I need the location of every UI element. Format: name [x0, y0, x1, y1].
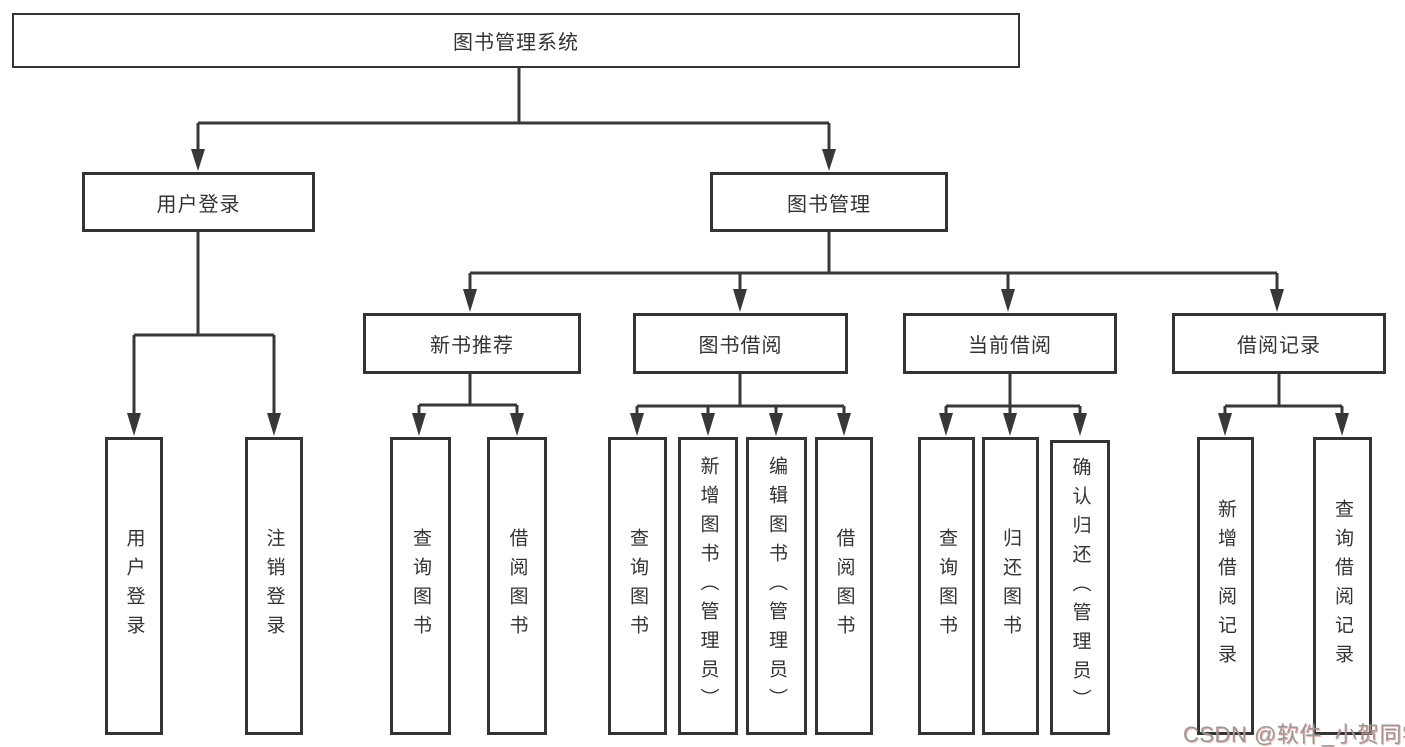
leaf-user-login: 用户登录: [105, 437, 163, 735]
leaf-label: 借阅图书: [506, 528, 528, 644]
csdn-watermark: CSDN @软件_小贺同学: [1183, 722, 1405, 747]
leaf-label: 注销登录: [263, 528, 285, 644]
connector-lines: [132, 68, 1344, 416]
node-label: 用户登录: [156, 193, 241, 216]
arrowheads: [127, 149, 1349, 436]
node-label: 借阅记录: [1237, 335, 1321, 357]
node-label: 图书管理系统: [453, 32, 579, 54]
node-library-management-system: 图书管理系统: [12, 13, 1020, 68]
leaf-label: 查询图书: [627, 528, 648, 644]
leaf-add-borrow-record: 新增借阅记录: [1197, 437, 1254, 735]
node-label: 图书管理: [787, 193, 871, 216]
leaf-query-borrow-record: 查询借阅记录: [1313, 437, 1372, 735]
leaf-label: 查询借阅记录: [1332, 499, 1353, 673]
node-book-borrowing: 图书借阅: [633, 313, 848, 374]
leaf-label: 新增图书（管理员）: [697, 455, 719, 717]
leaf-label: 查询图书: [410, 528, 431, 644]
leaf-confirm-return-admin: 确认归还（管理员）: [1050, 440, 1110, 735]
leaf-borrow-books-recommend: 借阅图书: [487, 437, 547, 735]
leaf-add-book-admin: 新增图书（管理员）: [678, 437, 738, 735]
leaf-label: 用户登录: [123, 528, 145, 644]
leaf-label: 查询图书: [936, 528, 957, 644]
leaf-edit-book-admin: 编辑图书（管理员）: [746, 437, 807, 735]
leaf-query-books-recommend: 查询图书: [390, 437, 451, 735]
leaf-label: 编辑图书（管理员）: [766, 455, 787, 717]
node-label: 新书推荐: [430, 335, 514, 357]
leaf-label: 新增借阅记录: [1215, 499, 1236, 673]
leaf-label: 归还图书: [1000, 528, 1021, 644]
node-label: 图书借阅: [698, 335, 783, 357]
node-current-borrowing: 当前借阅: [903, 313, 1117, 374]
node-label: 当前借阅: [968, 335, 1052, 357]
node-book-management: 图书管理: [710, 172, 948, 232]
node-user-login: 用户登录: [82, 172, 315, 232]
leaf-return-books: 归还图书: [982, 437, 1039, 735]
leaf-borrow-books-borrowing: 借阅图书: [815, 437, 873, 735]
leaf-label: 确认归还（管理员）: [1069, 457, 1091, 718]
leaf-label: 借阅图书: [833, 528, 855, 644]
leaf-query-books-current: 查询图书: [918, 437, 975, 735]
leaf-query-books-borrowing: 查询图书: [608, 437, 667, 735]
node-new-book-recommend: 新书推荐: [363, 313, 581, 374]
leaf-logout: 注销登录: [245, 437, 303, 735]
node-borrow-records: 借阅记录: [1172, 313, 1386, 374]
